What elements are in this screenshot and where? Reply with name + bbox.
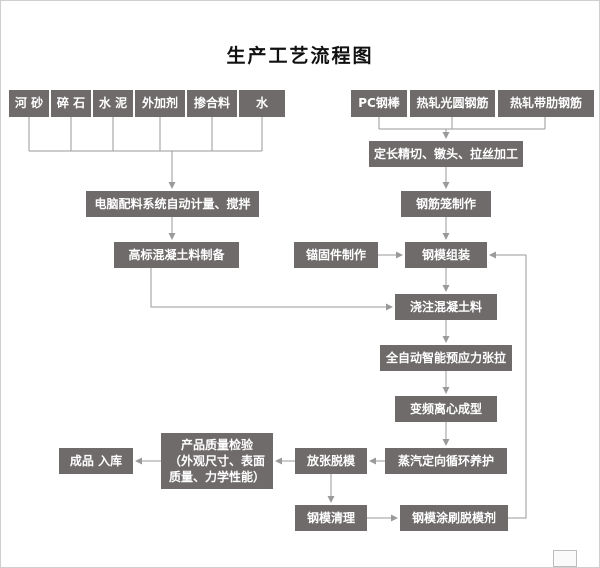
step-rebar-cage: 钢筋笼制作 [401, 191, 491, 217]
material-water: 水 [239, 90, 285, 117]
step-release-agent: 钢模涂刷脱模剂 [400, 505, 508, 531]
material-hot-rolled-ribbed-rebar: 热轧带肋钢筋 [498, 90, 594, 117]
step-anchor-making: 锚固件制作 [294, 242, 378, 268]
wire-concrete-prep-to-pouring [150, 268, 393, 311]
material-cement: 水 泥 [93, 90, 133, 117]
step-steam-curing: 蒸汽定向循环养护 [385, 448, 507, 474]
step-tensioning: 全自动智能预应力张拉 [380, 345, 512, 371]
step-mold-assembly: 钢模组装 [405, 242, 487, 268]
step-storage: 成品 入库 [59, 448, 133, 474]
material-pc-steel-bar: PC钢棒 [351, 90, 407, 117]
step-quality-inspection: 产品质量检验 （外观尺寸、表面 质量、力学性能） [161, 433, 273, 489]
material-gravel: 碎 石 [51, 90, 91, 117]
step-mold-cleaning: 钢模清理 [295, 505, 367, 531]
material-hot-rolled-plain-rebar: 热轧光圆钢筋 [410, 90, 495, 117]
broken-image-icon [553, 550, 577, 567]
step-concrete-prep: 高标混凝土料制备 [114, 242, 239, 268]
step-batching: 电脑配料系统自动计量、搅拌 [86, 191, 259, 217]
step-demolding: 放张脱模 [295, 448, 367, 474]
step-cutting: 定长精切、镦头、拉丝加工 [369, 141, 523, 167]
step-pouring: 浇注混凝土料 [395, 294, 497, 320]
page-title: 生产工艺流程图 [226, 45, 374, 67]
material-river-sand: 河 砂 [9, 90, 49, 117]
step-centrifugal-forming: 变频离心成型 [395, 396, 497, 422]
material-admixture: 外加剂 [135, 90, 185, 117]
material-blending: 掺合料 [187, 90, 237, 117]
